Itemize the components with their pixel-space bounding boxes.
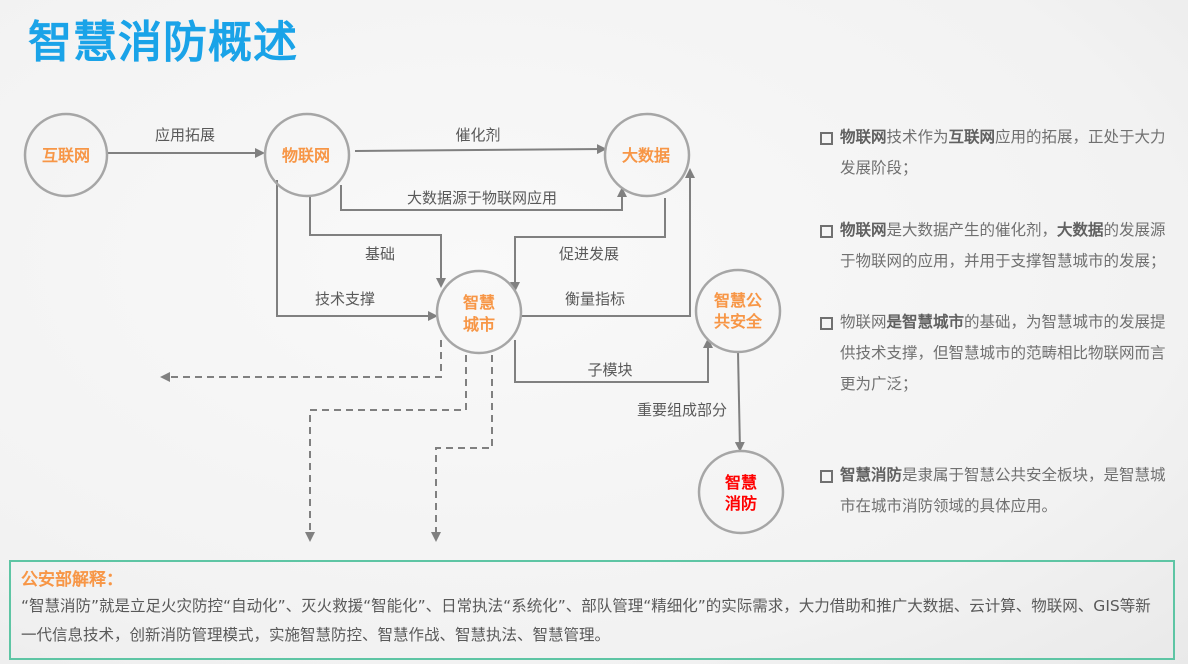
edge-label: 重要组成部分 bbox=[637, 401, 727, 419]
edge-label: 衡量指标 bbox=[565, 290, 625, 308]
edge-basis bbox=[309, 195, 446, 288]
text: 应用的拓展，正处于大力发展阶段； bbox=[840, 128, 1166, 177]
text: 的发展源于物联网的应用，并用于支撑智慧城市的发展； bbox=[840, 221, 1166, 270]
dashed-arrow bbox=[431, 355, 493, 542]
explanation-title: 公安部解释： bbox=[21, 570, 123, 590]
explanation-text: “智慧消防”就是立足火灾防控“自动化”、灭火救援“智能化”、日常执法“系统化”、… bbox=[21, 597, 1151, 644]
edge-label: 催化剂 bbox=[455, 126, 500, 144]
text: 物联网 bbox=[840, 313, 887, 331]
edge-component bbox=[734, 351, 745, 452]
bold-text: 智慧消防 bbox=[840, 466, 903, 484]
node-smart-city-label: 城市 bbox=[463, 315, 495, 334]
edge-tech bbox=[276, 180, 438, 321]
bold-text: 大数据 bbox=[1057, 221, 1104, 239]
node-smart-city-label: 智慧 bbox=[463, 293, 495, 312]
node-internet-label: 互联网 bbox=[42, 146, 90, 165]
bold-text: 互联网 bbox=[948, 128, 996, 146]
edge-submodule bbox=[514, 338, 713, 383]
text: 是大数据产生的催化剂， bbox=[886, 221, 1058, 239]
bullet-item: 物联网技术作为互联网应用的拓展，正处于大力发展阶段； bbox=[818, 122, 1168, 184]
text: 技术作为 bbox=[886, 128, 949, 146]
edge-catalyst bbox=[354, 144, 607, 155]
text: 是隶属于智慧公共安全板块，是智慧城市在城市消防领域的具体应用。 bbox=[840, 466, 1166, 515]
node-iot-label: 物联网 bbox=[282, 146, 330, 165]
node-public-safety bbox=[694, 268, 782, 354]
text: 的基础，为智慧城市的发展提供技术支撑，但智慧城市的范畴相比物联网而言更为广泛； bbox=[840, 313, 1166, 393]
edge-label: 技术支撑 bbox=[315, 290, 375, 308]
node-smart-city bbox=[435, 269, 523, 355]
node-public-safety-label: 智慧公 bbox=[714, 291, 762, 310]
edge-label: 应用拓展 bbox=[155, 126, 215, 144]
bold-text: 是智慧城市 bbox=[886, 313, 965, 331]
page-title: 智慧消防概述 bbox=[28, 17, 298, 68]
bold-text: 物联网 bbox=[840, 221, 887, 239]
node-iot bbox=[263, 112, 351, 198]
relationship-diagram: 互联网 物联网 大数据 智慧 城市 智慧公 共安全 智慧 消防 应用拓展 催化剂… bbox=[23, 112, 785, 542]
node-public-safety-label: 共安全 bbox=[714, 312, 763, 331]
bullet-item: 物联网是大数据产生的催化剂，大数据的发展源于物联网的应用，并用于支撑智慧城市的发… bbox=[818, 215, 1168, 277]
node-bigdata bbox=[603, 112, 691, 198]
edge-measure bbox=[520, 168, 695, 317]
bullet-item: 物联网是智慧城市的基础，为智慧城市的发展提供技术支撑，但智慧城市的范畴相比物联网… bbox=[818, 307, 1168, 400]
bullet-list: 物联网技术作为互联网应用的拓展，正处于大力发展阶段； 物联网是大数据产生的催化剂… bbox=[818, 122, 1168, 522]
node-internet bbox=[23, 112, 109, 198]
edge-label: 子模块 bbox=[587, 361, 632, 379]
edge-source bbox=[340, 185, 627, 211]
node-bigdata-label: 大数据 bbox=[622, 146, 670, 165]
edge-label: 基础 bbox=[365, 245, 395, 263]
dashed-arrow bbox=[305, 355, 467, 542]
dashed-arrow bbox=[160, 340, 442, 382]
edge-label: 大数据源于物联网应用 bbox=[407, 189, 557, 207]
bullet-item: 智慧消防是隶属于智慧公共安全板块，是智慧城市在城市消防领域的具体应用。 bbox=[818, 460, 1168, 522]
edge-promote bbox=[510, 198, 666, 292]
bold-text: 物联网 bbox=[840, 128, 887, 146]
explanation-box: 公安部解释： “智慧消防”就是立足火灾防控“自动化”、灭火救援“智能化”、日常执… bbox=[9, 560, 1175, 660]
node-smart-fire-label: 智慧 bbox=[725, 473, 757, 492]
node-smart-fire bbox=[697, 449, 785, 535]
edge-label: 促进发展 bbox=[559, 245, 619, 263]
node-smart-fire-label: 消防 bbox=[725, 494, 757, 513]
